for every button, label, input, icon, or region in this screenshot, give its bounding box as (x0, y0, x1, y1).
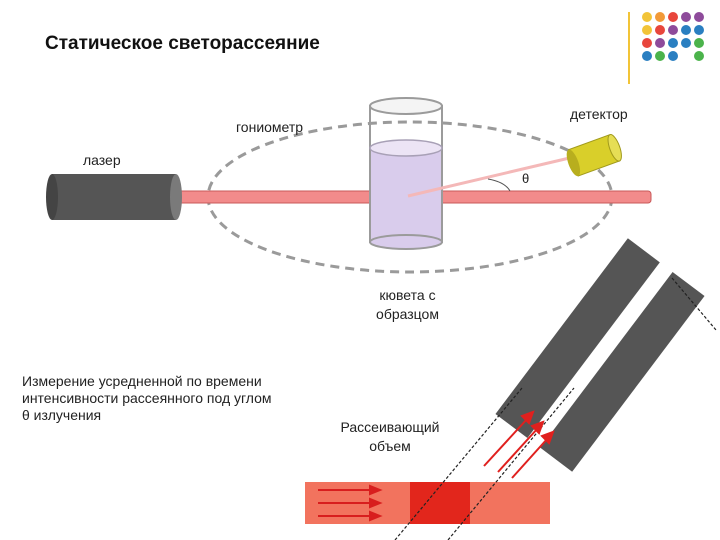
decorative-dot (655, 51, 665, 61)
scattered-arrows (483, 410, 555, 479)
theta-label: θ (522, 171, 530, 186)
decorative-dot (655, 25, 665, 35)
decorative-dot (655, 38, 665, 48)
theta-arc (487, 178, 511, 192)
collimator-block-upper (495, 238, 660, 439)
laser-label: лазер (83, 152, 121, 168)
detector-label: детектор (570, 106, 628, 122)
decorative-dot (668, 25, 678, 35)
dashed-boundary-right (447, 387, 575, 540)
decorative-dot (642, 12, 652, 22)
cuvette-label: кювета с образцом (376, 287, 439, 322)
decorative-dot (668, 38, 678, 48)
page-title: Статическое светорассеяние (45, 33, 320, 54)
decorative-dot (642, 51, 652, 61)
detector (566, 134, 622, 177)
decorative-dot (681, 38, 691, 48)
decorative-dot (668, 51, 678, 61)
dashed-boundary-left (394, 387, 523, 540)
cuvette (369, 97, 443, 250)
scattered-ray (407, 154, 579, 198)
measurement-description: Измерение усредненной по времени интенси… (22, 373, 272, 423)
laser (46, 174, 182, 220)
collimator-block-lower (540, 271, 705, 472)
decorative-dot (694, 51, 704, 61)
decorative-dot (681, 12, 691, 22)
decorative-dot (694, 38, 704, 48)
decorative-dot (642, 38, 652, 48)
decorative-divider (628, 12, 630, 84)
decorative-dot (642, 25, 652, 35)
scattering-volume-label: Рассеивающий объем (340, 419, 440, 454)
dashed-boundary-top (671, 277, 717, 331)
decorative-dot (694, 12, 704, 22)
decorative-dot-grid (642, 12, 704, 61)
incident-arrows (318, 484, 383, 522)
decorative-dot (681, 25, 691, 35)
decorative-dot (694, 25, 704, 35)
decorative-dot (668, 12, 678, 22)
decorative-dot (655, 12, 665, 22)
scattering-volume-region (410, 482, 470, 524)
goniometer-label: гониометр (236, 119, 304, 135)
